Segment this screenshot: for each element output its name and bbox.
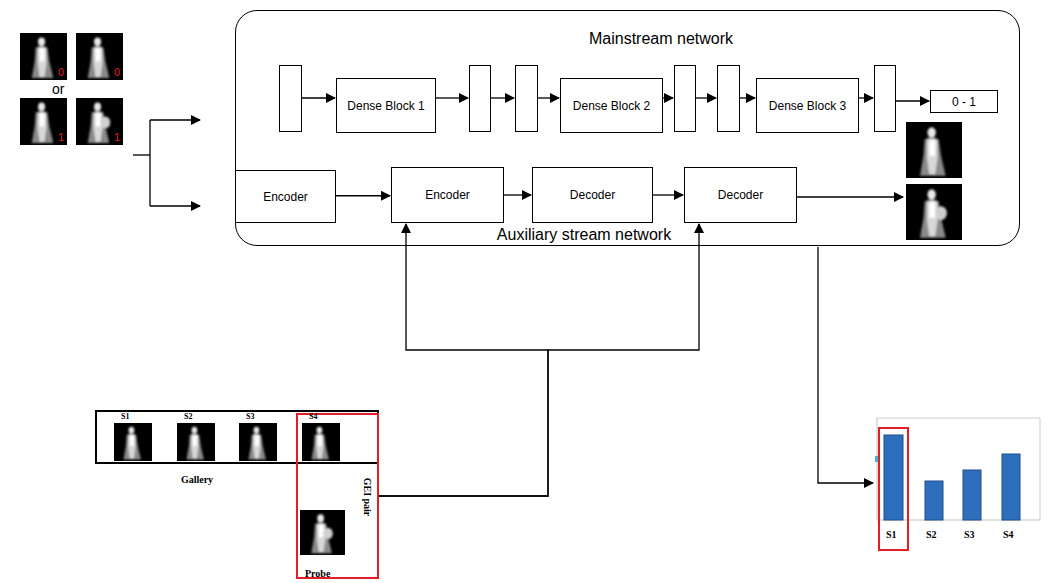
mainstream-title: Mainstream network — [589, 30, 733, 48]
output-gei-images — [906, 122, 962, 240]
similarity-bar-chart-part — [879, 428, 908, 550]
dense-block: Dense Block 1 — [336, 78, 436, 133]
output-score-box: 0 - 1 — [930, 90, 998, 113]
input-branch-arrows-part — [149, 120, 150, 206]
output-gei-images-part — [906, 122, 962, 178]
result-arrow — [818, 247, 873, 483]
box-label: Encoder — [263, 190, 308, 204]
input-gei-images — [20, 33, 123, 145]
gallery-heading: Gallery — [181, 474, 213, 485]
subject-label: S3 — [246, 412, 254, 421]
gallery-frame: Gallery — [95, 410, 379, 464]
class-label: 1 — [114, 131, 120, 143]
box-label: 0 - 1 — [952, 95, 976, 109]
transition-layers-part — [516, 66, 538, 132]
gei-pair-frame: GEI pair — [296, 413, 379, 579]
mainstream-arrows-part — [491, 97, 514, 98]
connector-arrow — [336, 195, 390, 196]
transition-layers-part — [280, 66, 302, 132]
connector-arrow — [504, 194, 531, 195]
class-label: 0 — [58, 66, 64, 78]
mainstream-arrows-part — [740, 97, 755, 98]
bar-axis-label: S4 — [1003, 529, 1014, 540]
input-branch-arrows — [133, 120, 200, 206]
similarity-bar-chart-part — [963, 470, 981, 520]
box-label: Decoder — [570, 188, 615, 202]
output-gei-images-part — [906, 184, 962, 240]
dense-block: Dense Block 2 — [560, 78, 663, 133]
subject-label: S4 — [309, 412, 317, 421]
input-gei-images-part — [76, 33, 123, 80]
connector-arrow — [379, 224, 548, 496]
bar-axis-label: S1 — [886, 529, 897, 540]
similarity-bar-chart-part — [875, 456, 878, 462]
mainstream-arrows-part — [302, 97, 335, 98]
box-label: Dense Block 3 — [769, 99, 846, 113]
mainstream-arrows-part — [436, 97, 468, 98]
mainstream-arrows-part — [896, 100, 929, 101]
probe-label: Probe — [305, 568, 330, 579]
box-label: Encoder — [425, 188, 470, 202]
input-gei-images-part — [20, 33, 67, 80]
connector-arrow — [653, 194, 683, 195]
similarity-bar-chart — [875, 418, 1040, 550]
subject-label: S1 — [121, 412, 129, 421]
class-label: 1 — [58, 131, 64, 143]
input-branch-arrows-part — [133, 154, 150, 155]
mainstream-arrows-part — [538, 97, 559, 98]
bar-axis-label: S3 — [964, 529, 975, 540]
mainstream-arrows-part — [797, 196, 903, 197]
similarity-bar-chart-part — [877, 418, 1040, 520]
input-gei-images-part — [76, 98, 123, 145]
box-label: Dense Block 1 — [347, 99, 424, 113]
bar-axis-label: S2 — [926, 529, 937, 540]
similarity-bar-chart-part — [1002, 454, 1020, 520]
subject-label: S2 — [184, 412, 192, 421]
gallery-gei-images-part — [114, 423, 152, 461]
similarity-bar-chart-part — [925, 481, 943, 520]
class-label: 0 — [114, 66, 120, 78]
gallery-gei-images-part — [302, 423, 340, 461]
auxiliary-title: Auxiliary stream network — [497, 226, 671, 244]
gallery-gei-images-part — [239, 423, 277, 461]
gallery-gei-images-part — [177, 423, 215, 461]
transition-layers-part — [718, 66, 740, 132]
gei-pair-heading: GEI pair — [362, 478, 373, 517]
input-branch-arrows-part — [150, 205, 200, 206]
connector-arrow — [379, 224, 699, 496]
gallery-gei-images — [114, 423, 345, 555]
encoder-box: Encoder — [391, 167, 504, 223]
box-label: Dense Block 2 — [573, 99, 650, 113]
network-container: Mainstream networkAuxiliary stream netwo… — [235, 10, 1020, 246]
mainstream-arrows-part — [663, 97, 673, 98]
decoder-box: Decoder — [684, 167, 797, 223]
or-text: or — [52, 81, 64, 97]
similarity-bar-chart-part — [884, 435, 903, 520]
decoder-box: Decoder — [532, 167, 653, 223]
transition-layers-part — [675, 66, 696, 132]
dense-block: Dense Block 3 — [756, 78, 859, 133]
transition-layers-part — [875, 66, 896, 132]
mainstream-arrows-part — [859, 97, 873, 98]
gallery-gei-images-part — [300, 510, 345, 555]
input-branch-arrows-part — [150, 119, 200, 120]
box-label: Decoder — [718, 188, 763, 202]
input-gei-images-part — [20, 98, 67, 145]
similarity-bar-chart-part — [877, 418, 878, 520]
result-arrow-part — [818, 247, 873, 483]
encoder-box: Encoder — [235, 170, 336, 223]
mainstream-arrows-part — [696, 97, 716, 98]
transition-layers-part — [470, 66, 491, 132]
